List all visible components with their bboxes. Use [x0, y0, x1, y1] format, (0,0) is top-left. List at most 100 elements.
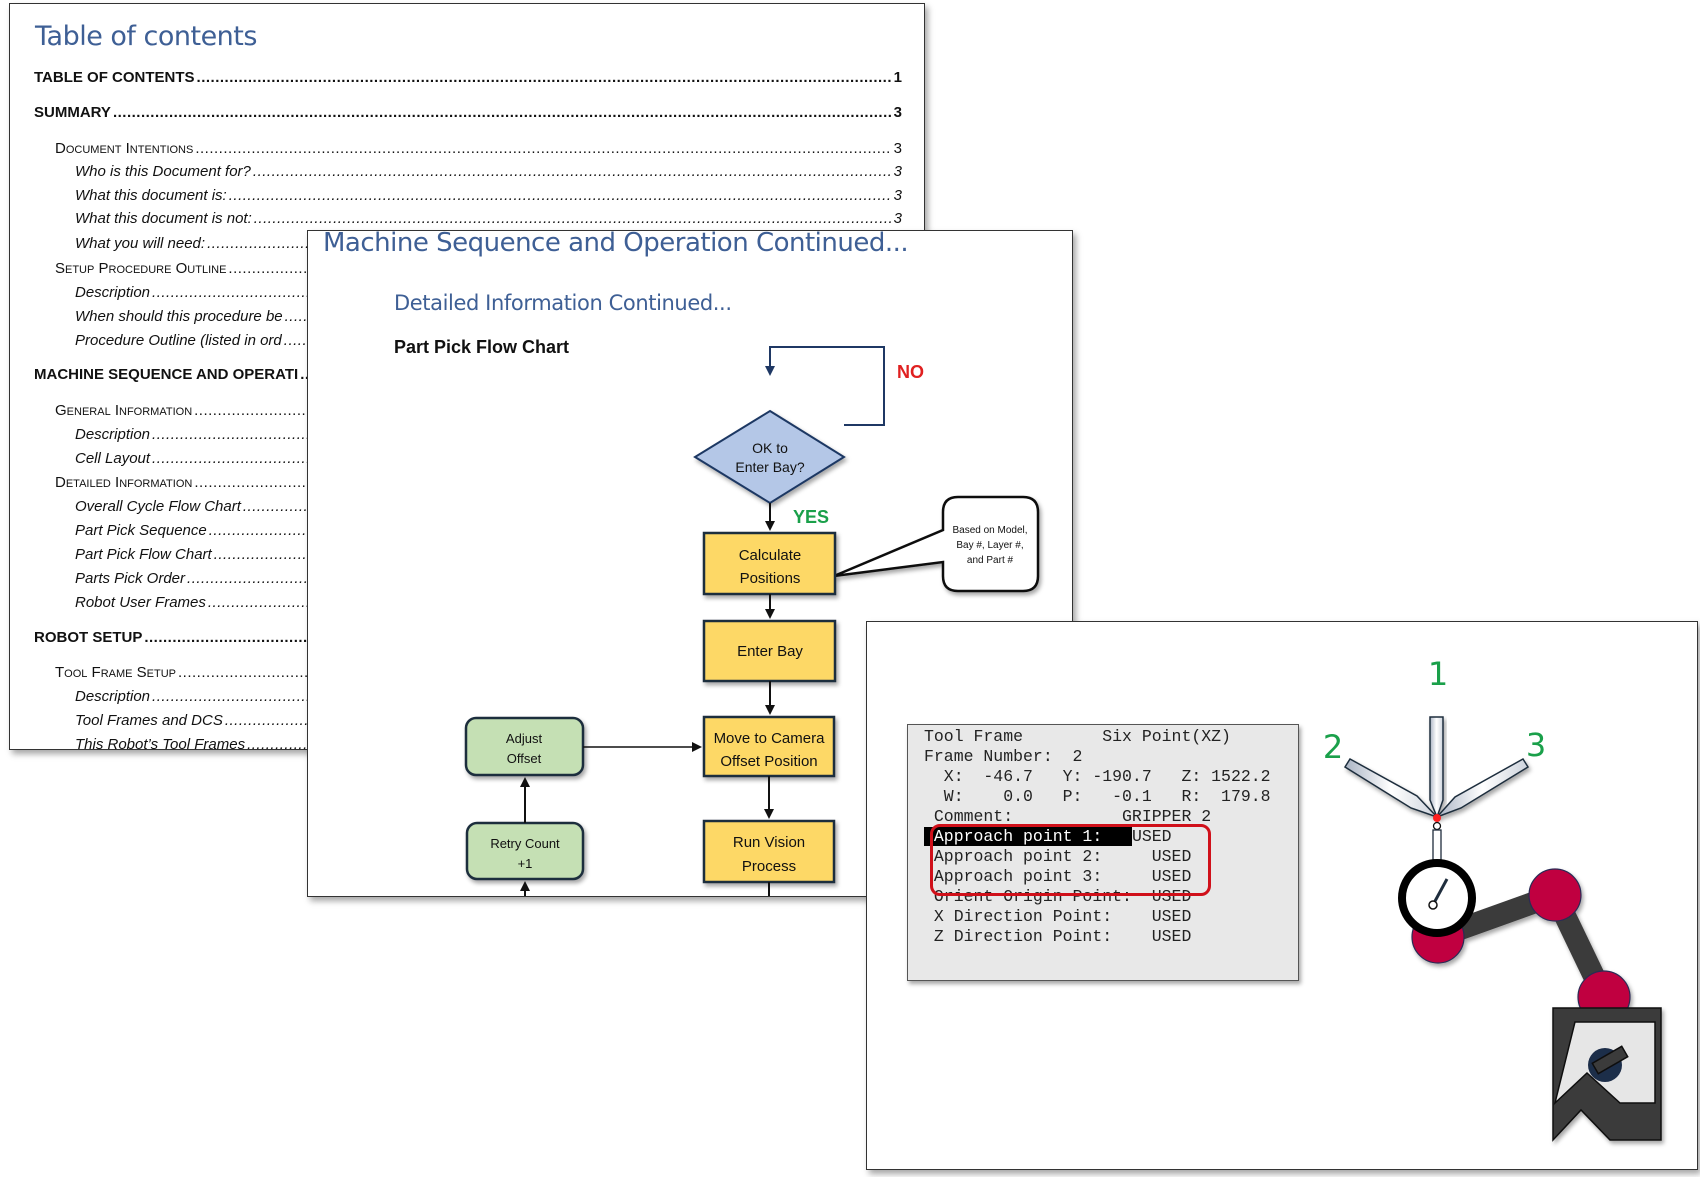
toc-entry-label: Part Pick Sequence: [75, 522, 207, 539]
toc-entry[interactable]: Parts Pick Order: [75, 570, 902, 587]
toc-entry[interactable]: Part Pick Sequence: [75, 522, 902, 539]
toc-leader-dots: [253, 163, 892, 180]
toc-entry[interactable]: Who is this Document for?3: [75, 163, 902, 180]
toc-entry[interactable]: Part Pick Flow Chart: [75, 546, 902, 563]
toc-entry-label: What this document is:: [75, 187, 227, 204]
toc-entry[interactable]: Setup Procedure Outline: [55, 260, 902, 277]
toc-entry[interactable]: Overall Cycle Flow Chart: [75, 498, 902, 515]
no-loop-connector: [765, 346, 885, 426]
toc-entry-page: 3: [893, 104, 902, 121]
toc-entry-label: ROBOT SETUP: [34, 629, 143, 646]
svg-text:Run Vision: Run Vision: [733, 834, 805, 851]
toc-entry[interactable]: What you will need:: [75, 235, 902, 252]
toc-leader-dots: [229, 187, 892, 204]
svg-text:Offset Position: Offset Position: [720, 753, 817, 770]
flow-page-title: Machine Sequence and Operation Continued…: [323, 230, 909, 258]
toc-entry[interactable]: Procedure Outline (listed in ord: [75, 332, 902, 349]
no-label: NO: [897, 362, 924, 382]
toc-entry[interactable]: General Information: [55, 402, 902, 419]
svg-text:Process: Process: [742, 858, 796, 875]
toc-entry[interactable]: Cell Layout: [75, 450, 902, 467]
pointer-position-1-icon: [1429, 716, 1444, 820]
toc-title: Table of contents: [35, 21, 257, 52]
toc-entry-label: Description: [75, 426, 151, 443]
terminal-line: Approach point 3: USED: [924, 867, 1192, 886]
toc-entry-label: General Information: [55, 402, 193, 419]
toc-entry-page: 3: [893, 140, 902, 157]
robot-tool-illustration: 1 2 3: [1323, 655, 1662, 1142]
svg-text:Calculate: Calculate: [739, 547, 802, 564]
toc-entry[interactable]: What this document is not: 3: [75, 210, 902, 227]
toc-entry-label: Robot User Frames: [75, 594, 206, 611]
flow-page-subtitle: Detailed Information Continued...: [394, 291, 732, 315]
toc-entry-label: Description: [75, 284, 151, 301]
toc-entry-label: Parts Pick Order: [75, 570, 186, 587]
toc-entry-label: TABLE OF CONTENTS: [34, 69, 195, 86]
toc-entry[interactable]: ROBOT SETUP: [34, 629, 902, 646]
toc-entry-label: Cell Layout: [75, 450, 151, 467]
decision-ok-to-enter-bay: [693, 409, 846, 505]
toc-entry[interactable]: This Robot’s Tool Frames: [75, 736, 902, 750]
toc-entry-label: What this document is not:: [75, 210, 252, 227]
tool-frame-page: Tool Frame Six Point(XZ) Frame Number: 2…: [866, 621, 1698, 1170]
step-run-vision: Run Vision Process: [702, 819, 836, 884]
terminal-line: X Direction Point: USED: [924, 907, 1192, 926]
pointer-pivot-icon: [1432, 821, 1442, 831]
toc-entry-label: Description: [75, 688, 151, 705]
tool-frame-terminal: Tool Frame Six Point(XZ) Frame Number: 2…: [907, 724, 1299, 981]
step-calculate-positions: Calculate Positions: [702, 531, 837, 596]
toc-entry-label: Who is this Document for?: [75, 163, 251, 180]
terminal-line: W: 0.0 P: -0.1 R: 179.8: [924, 787, 1271, 806]
svg-text:Retry Count: Retry Count: [490, 836, 560, 851]
toc-entry[interactable]: Document Intentions 3: [55, 140, 902, 157]
pointer-stem: [1432, 829, 1442, 861]
step-move-to-camera: Move to Camera Offset Position: [702, 715, 836, 778]
toc-entry-label: This Robot’s Tool Frames: [75, 736, 246, 750]
toc-entry-label: Document Intentions: [55, 140, 194, 157]
approach-label-2: 2: [1323, 728, 1343, 766]
step-enter-bay: Enter Bay: [702, 619, 837, 683]
toc-entry[interactable]: Description: [75, 426, 902, 443]
toc-entry-page: 3: [893, 187, 902, 204]
toc-entry-label: Tool Frames and DCS: [75, 712, 223, 729]
decision-text-1: OK to: [752, 440, 788, 456]
terminal-line-highlighted[interactable]: Approach point 1: USED: [924, 827, 1172, 847]
toc-entry[interactable]: Description: [75, 284, 902, 301]
toc-entry-label: What you will need:: [75, 235, 206, 252]
toc-entry[interactable]: MACHINE SEQUENCE AND OPERATI: [34, 366, 902, 383]
svg-text:Move to Camera: Move to Camera: [714, 730, 826, 747]
terminal-cursor-selection[interactable]: Approach point 1:: [924, 827, 1103, 846]
terminal-line: Approach point 2: USED: [924, 847, 1192, 866]
svg-text:Adjust: Adjust: [506, 731, 543, 746]
terminal-line: Orient Origin Point: USED: [924, 887, 1192, 906]
toc-entry-label: Tool Frame Setup: [55, 664, 177, 681]
toc-entry[interactable]: Description: [75, 688, 902, 705]
toc-entry[interactable]: SUMMARY 3: [34, 104, 902, 121]
toc-entry-page: 3: [893, 210, 902, 227]
toc-entry-label: SUMMARY: [34, 104, 111, 121]
toc-entry[interactable]: Tool Frames and DCS: [75, 712, 902, 729]
callout-text-3: and Part #: [967, 555, 1014, 566]
toc-entry[interactable]: When should this procedure be: [75, 308, 902, 325]
robot-base-icon: [1552, 1007, 1662, 1142]
toc-entry[interactable]: TABLE OF CONTENTS1: [34, 69, 902, 86]
toc-entry[interactable]: Tool Frame Setup: [55, 664, 902, 681]
dial-gauge-icon: [1398, 859, 1476, 937]
decision-text-2: Enter Bay?: [735, 459, 804, 475]
callout-bubble: [833, 495, 1040, 593]
toc-entry-label: MACHINE SEQUENCE AND OPERATI: [34, 366, 299, 383]
terminal-line: Tool Frame Six Point(XZ): [924, 727, 1231, 746]
toc-entry[interactable]: Detailed Information: [55, 474, 902, 491]
callout-text-2: Bay #, Layer #,: [956, 540, 1023, 551]
terminal-line: Comment: GRIPPER 2: [924, 807, 1212, 826]
tcp-point-icon: [1433, 814, 1441, 822]
approach-label-1: 1: [1428, 655, 1448, 693]
svg-text:Enter Bay: Enter Bay: [737, 643, 803, 660]
step-retry-count: Retry Count +1: [465, 821, 585, 881]
toc-entry-label: Part Pick Flow Chart: [75, 546, 212, 563]
toc-entry[interactable]: Robot User Frames: [75, 594, 902, 611]
part-pick-flowchart: NO OK to Enter Bay? YES Based on Model, …: [464, 346, 1040, 896]
flowchart-heading: Part Pick Flow Chart: [394, 337, 570, 357]
toc-leader-dots: [197, 69, 892, 86]
toc-entry[interactable]: What this document is: 3: [75, 187, 902, 204]
